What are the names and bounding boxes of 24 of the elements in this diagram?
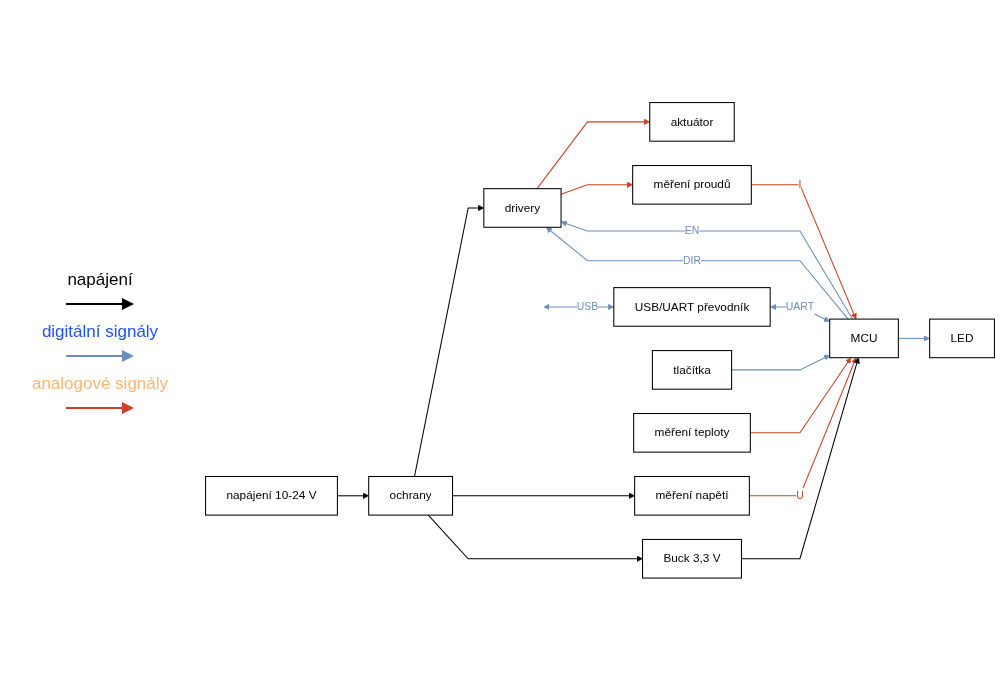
edge-label: UART [785, 300, 815, 313]
arrow [427, 514, 643, 562]
edge-label: I [798, 178, 802, 191]
node-box: LED [929, 318, 995, 359]
legend-label: digitální signály [40, 322, 160, 342]
node-box: MCU [829, 318, 899, 359]
node-box: aktuátor [649, 102, 735, 142]
node-box: tlačítka [651, 350, 733, 390]
node-box: USB/UART převodník [613, 287, 771, 327]
node-box: měření teploty [633, 413, 751, 453]
edge-label: EN [684, 224, 700, 237]
node-box: ochrany [368, 476, 454, 516]
edge-label: USB [576, 300, 599, 313]
node-box: drivery [483, 188, 562, 228]
node-box: Buck 3,3 V [642, 539, 742, 579]
node-box: měření napětí [634, 476, 750, 516]
arrow [731, 355, 830, 371]
arrow [452, 492, 635, 500]
edge-label: DIR [683, 254, 701, 267]
node-box: napájení 10-24 V [205, 476, 338, 516]
edge-label: U [796, 489, 804, 502]
node-box: měření proudů [632, 165, 752, 205]
legend-label: napájení [66, 270, 134, 290]
legend-label: analogové signály [30, 374, 170, 394]
